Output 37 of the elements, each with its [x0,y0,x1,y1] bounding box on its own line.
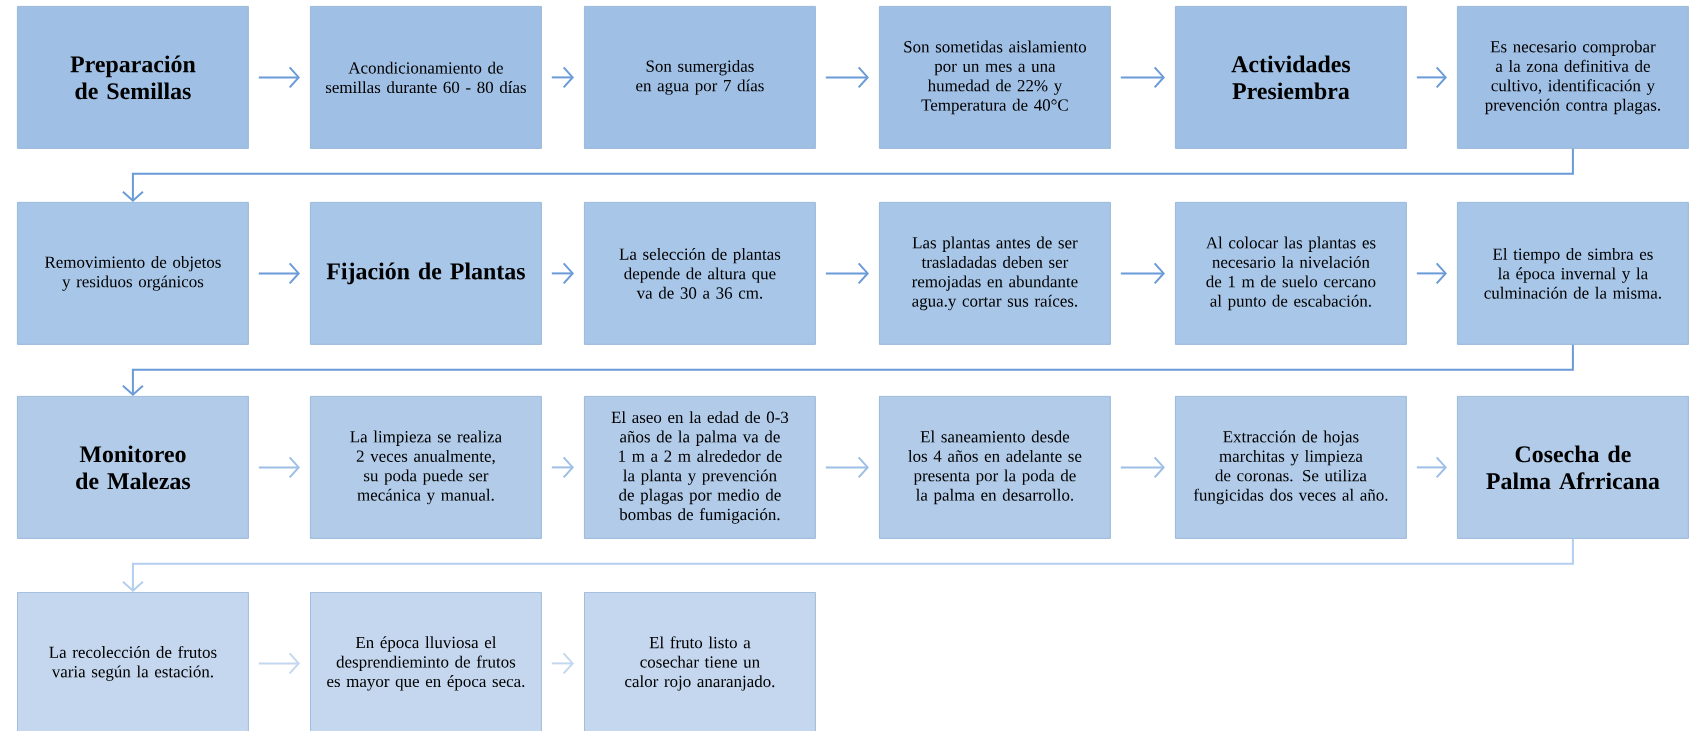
arrow [1415,66,1447,89]
step-box: Al colocar las plantas es necesario la nivelación de 1 m de suelo cercano al punto de escabación. [1175,202,1407,345]
arrow [121,537,1574,592]
arrow [121,343,1574,396]
arrow [1415,262,1447,285]
arrow [257,456,300,479]
arrow [824,456,869,479]
step-box: Es necesario comprobar a la zona definitiva de cultivo, identificación y prevención contra plagas. [1457,6,1689,149]
step-box: El saneamiento desde los 4 años en adelante se presenta por la poda de la palma en desarrollo. [879,396,1111,539]
step-box: El tiempo de simbra es la época invernal y la culminación de la misma. [1457,202,1689,345]
title-box: Fijación de Plantas [310,202,542,345]
step-box: Son sumergidas en agua por 7 días [584,6,816,149]
title-box: Monitoreo de Malezas [17,396,249,539]
step-box: Acondicionamiento de semillas durante 60 - 80 días [310,6,542,149]
title-box: Preparación de Semillas [17,6,249,149]
arrow [257,66,300,89]
arrow [1119,66,1165,89]
arrow [824,262,869,285]
arrow [121,147,1574,202]
step-box: El fruto listo a cosechar tiene un calor rojo anaranjado. [584,592,816,731]
step-box: El aseo en la edad de 0-3 años de la palma va de 1 m a 2 m alrededor de la planta y prevención de plagas por medio de bombas de fumigación. [584,396,816,539]
step-box: La limpieza se realiza 2 veces anualmente, su poda puede ser mecánica y manual. [310,396,542,539]
step-box: Removimiento de objetos y residuos orgánicos [17,202,249,345]
step-box: Son sometidas aislamiento por un mes a una humedad de 22% y Temperatura de 40°C [879,6,1111,149]
step-box: La recolección de frutos varia según la estación. [17,592,249,731]
arrow [1119,262,1165,285]
step-box: Extracción de hojas marchitas y limpieza de coronas. Se utiliza fungicidas dos veces al año. [1175,396,1407,539]
arrow [257,262,300,285]
step-box: Las plantas antes de ser trasladadas deben ser remojadas en abundante agua.y cortar sus raíces. [879,202,1111,345]
title-box: Actividades Presiembra [1175,6,1407,149]
arrow [824,66,869,89]
arrow [257,652,300,675]
arrow [1119,456,1165,479]
step-box: La selección de plantas depende de altura que va de 30 a 36 cm. [584,202,816,345]
arrow [1415,456,1447,479]
title-box: Cosecha de Palma Afrricana [1457,396,1689,539]
step-box: En época lluviosa el desprendieminto de frutos es mayor que en época seca. [310,592,542,731]
